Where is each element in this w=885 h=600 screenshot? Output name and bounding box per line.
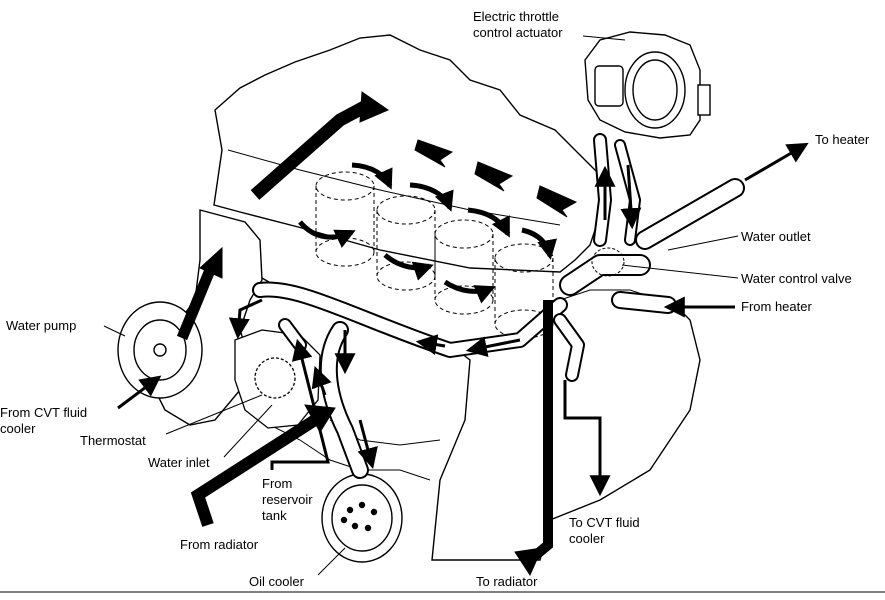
block-arrow-2: [474, 161, 514, 192]
leader-water-inlet: [223, 404, 273, 458]
label-from-heater: From heater: [741, 299, 812, 314]
leader-throttle: [582, 35, 626, 41]
label-water-outlet: Water outlet: [741, 229, 811, 244]
leader-thermostat: [165, 394, 263, 435]
leader-oil-cooler: [317, 547, 346, 576]
leader-water-outlet: [667, 235, 739, 251]
label-oil-cooler: Oil cooler: [249, 574, 304, 589]
label-water-pump: Water pump: [6, 318, 77, 333]
label-from-radiator: From radiator: [180, 537, 259, 552]
label-from-cvt-fluid-cooler: From CVT fluid cooler: [0, 405, 88, 436]
label-thermostat: Thermostat: [80, 433, 146, 448]
hoses: [252, 133, 745, 479]
block-arrow-3: [536, 185, 578, 218]
label-water-inlet: Water inlet: [148, 455, 210, 470]
cylinder-2: [376, 195, 436, 291]
leader-water-control-valve: [621, 264, 739, 279]
cylinder-1: [315, 171, 375, 267]
arrow-head-top: [359, 91, 390, 123]
leader-lines: [103, 35, 739, 576]
label-water-control-valve: Water control valve: [741, 271, 852, 286]
label-to-heater: To heater: [815, 132, 870, 147]
oil-cooler: [321, 473, 403, 563]
head-gasket-line: [227, 149, 561, 226]
label-to-radiator: To radiator: [476, 574, 538, 589]
throttle-actuator: [584, 31, 711, 139]
label-to-cvt-fluid-cooler: To CVT fluid cooler: [569, 515, 640, 546]
block-arrow-1: [414, 139, 454, 168]
flow-arrows: [117, 91, 809, 577]
label-from-reservoir-tank: From reservoir tank: [262, 476, 313, 523]
leader-water-pump: [103, 325, 126, 337]
water-control-valve-marker: [591, 247, 625, 277]
label-electric-throttle-control-actuator: Electric throttle control actuator: [473, 9, 563, 40]
cylinder-head-outline: [213, 34, 606, 273]
